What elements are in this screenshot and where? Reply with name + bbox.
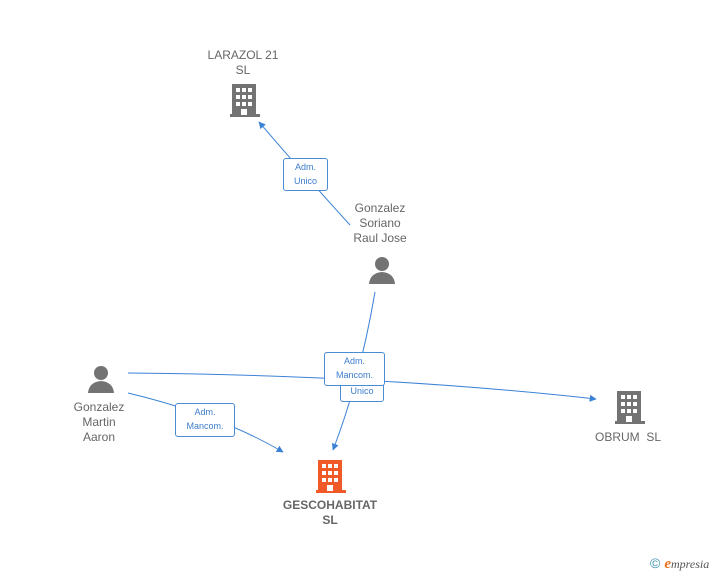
brand-name: mpresia bbox=[671, 557, 710, 571]
edge-label-line: Unico bbox=[350, 386, 374, 396]
brand-initial: e bbox=[664, 556, 671, 572]
edge-label-line: Adm. bbox=[194, 407, 216, 417]
edge-label-soriano-larazol[interactable]: Adm. Unico bbox=[283, 158, 328, 191]
building-icon[interactable] bbox=[230, 84, 260, 117]
edge-label-martin-geschohabitat[interactable]: Adm. Mancom. bbox=[175, 403, 235, 437]
node-label-line: Soriano bbox=[359, 216, 401, 230]
node-label-larazol[interactable]: LARAZOL 21 SL bbox=[203, 48, 283, 78]
edge-label-line: Mancom. bbox=[335, 370, 373, 380]
edge-label-line: Adm. bbox=[343, 356, 365, 366]
node-label-line: Gonzalez bbox=[73, 400, 125, 414]
node-label-soriano[interactable]: Gonzalez Soriano Raul Jose bbox=[340, 201, 420, 246]
person-icon[interactable] bbox=[88, 366, 114, 393]
node-label-line: SL bbox=[322, 513, 338, 527]
node-label-line: Martin bbox=[82, 415, 116, 429]
node-label-line: SL bbox=[235, 63, 251, 77]
building-icon[interactable] bbox=[316, 460, 346, 493]
building-icon[interactable] bbox=[615, 391, 645, 424]
node-label-line: OBRUM SL bbox=[594, 430, 661, 444]
node-label-line: GESCOHABITAT bbox=[282, 498, 378, 512]
edge-label-line: Adm. bbox=[294, 162, 316, 172]
empresia-watermark: ©empresia bbox=[650, 555, 709, 573]
edge-label-line: Unico bbox=[293, 176, 317, 186]
edge-label-line: Mancom. bbox=[186, 421, 224, 431]
node-label-geschohabitat[interactable]: GESCOHABITAT SL bbox=[270, 498, 390, 528]
edge-label-martin-obrum[interactable]: Adm. Mancom. bbox=[324, 352, 385, 386]
node-label-line: Raul Jose bbox=[353, 231, 407, 245]
node-label-line: LARAZOL 21 bbox=[207, 48, 279, 62]
node-label-martin[interactable]: Gonzalez Martin Aaron bbox=[59, 400, 139, 445]
copyright-symbol: © bbox=[650, 555, 661, 571]
node-label-line: Aaron bbox=[82, 430, 116, 444]
node-label-obrum[interactable]: OBRUM SL bbox=[588, 430, 668, 445]
node-label-line: Gonzalez bbox=[354, 201, 406, 215]
person-icon[interactable] bbox=[369, 257, 395, 284]
